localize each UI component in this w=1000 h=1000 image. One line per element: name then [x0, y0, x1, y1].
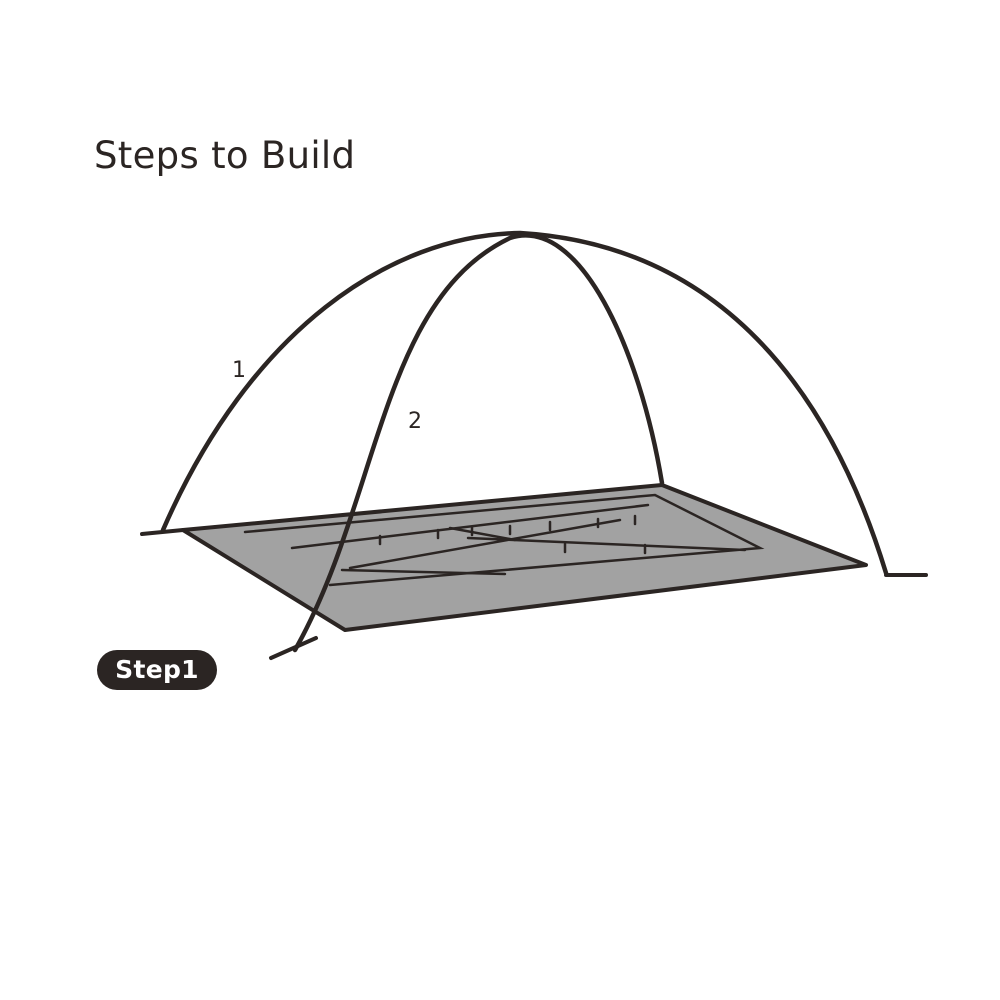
tent-pole-1: [160, 230, 889, 576]
page-title: Steps to Build: [94, 134, 356, 177]
floor-guide-lines: [243, 493, 765, 587]
step-badge: Step1: [97, 650, 217, 690]
tent-pole-2: [292, 233, 665, 653]
pole-label-2: 2: [408, 409, 422, 434]
pole-label-1: 1: [232, 358, 246, 383]
